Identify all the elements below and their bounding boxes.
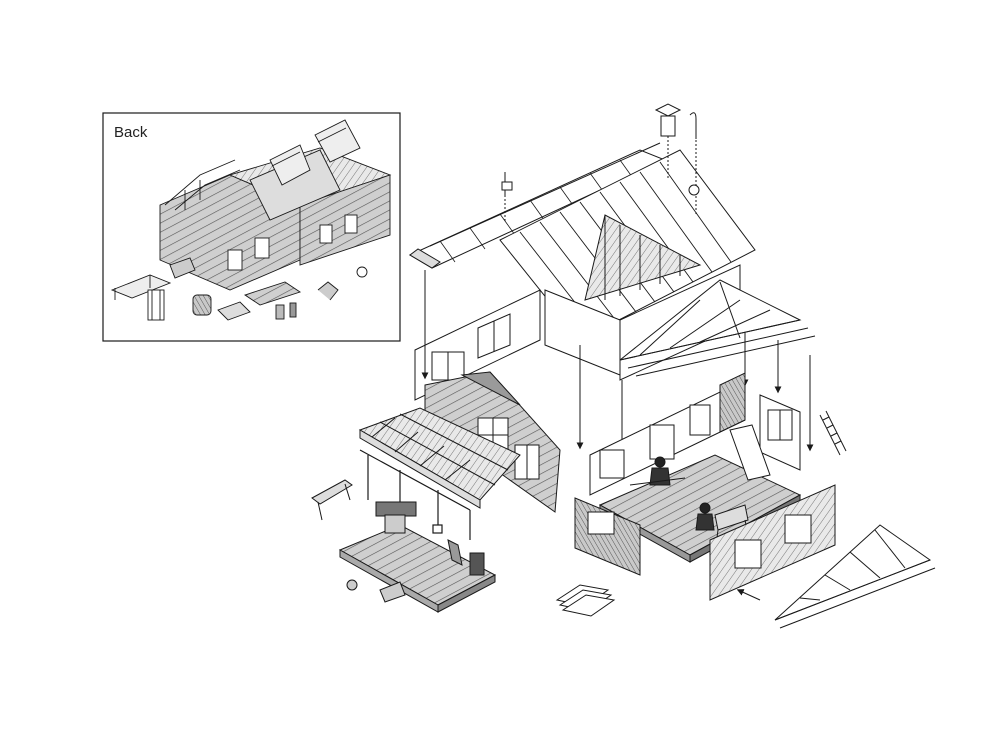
loose-panels	[555, 584, 616, 617]
inset-label: Back	[114, 124, 148, 141]
roof-truss-upper	[619, 279, 816, 377]
inset-accessories	[110, 257, 368, 321]
porch-rail	[311, 479, 353, 521]
back-wall	[589, 372, 746, 496]
porch-deck	[338, 501, 497, 613]
back-view-inset: Back	[102, 112, 401, 342]
roof-truss-right	[774, 524, 936, 629]
weather-vane	[501, 172, 513, 222]
chimney-cap	[654, 103, 682, 180]
front-wall-frame	[709, 484, 836, 601]
front-wall-left	[574, 497, 641, 576]
worker-figure-1	[629, 456, 686, 486]
worker-figure-2	[695, 502, 749, 546]
upper-wall-left	[414, 289, 541, 401]
ladder	[819, 410, 847, 456]
inset-house	[159, 119, 392, 291]
porch-roof	[358, 407, 521, 509]
vent-pipe	[688, 112, 700, 215]
roof-main-panel	[499, 149, 756, 341]
side-wall-right	[729, 394, 801, 481]
